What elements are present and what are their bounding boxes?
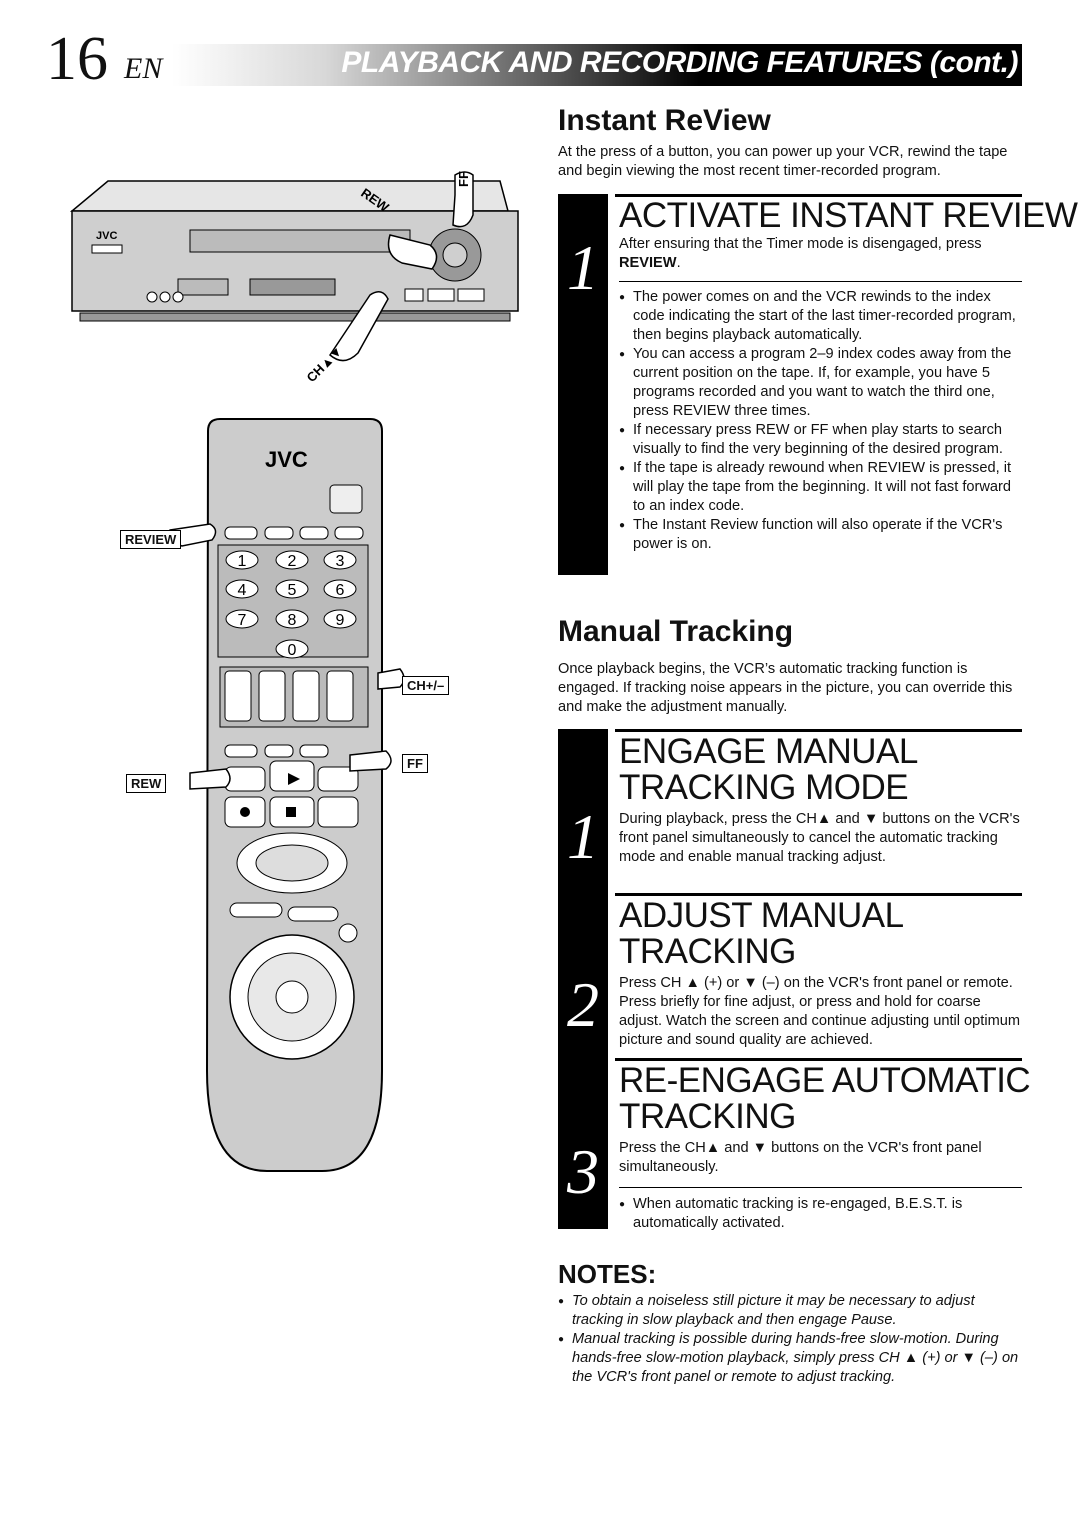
list-item: If necessary press REW or FF when play s… <box>619 421 1023 459</box>
step-text: Press the CH▲ and ▼ buttons on the VCR's… <box>619 1140 982 1175</box>
step-rule <box>615 1058 1022 1061</box>
manual-tracking-heading: Manual Tracking <box>558 615 794 648</box>
list-item: The power comes on and the VCR rewinds t… <box>619 288 1023 345</box>
manual-tracking-intro: Once playback begins, the VCR’s automati… <box>558 661 1013 715</box>
key-7: 7 <box>238 612 247 629</box>
key-9: 9 <box>336 612 345 629</box>
notes-heading: NOTES: <box>558 1259 657 1289</box>
key-5: 5 <box>288 582 297 599</box>
vcr-brand: JVC <box>96 230 117 242</box>
step-text: During playback, press the CH▲ and ▼ but… <box>619 811 1020 865</box>
review-callout: REVIEW <box>120 530 182 549</box>
list-item: When automatic tracking is re-engaged, B… <box>619 1195 1023 1233</box>
ff-top-label: FF <box>456 171 471 187</box>
step-rule <box>615 194 1022 197</box>
ch-top-label: CH▲▼ <box>304 343 346 385</box>
instant-review-intro: At the press of a button, you can power … <box>558 144 1008 179</box>
ch-plus-minus-callout: CH+/– <box>402 676 450 695</box>
page-title: PLAYBACK AND RECORDING FEATURES (cont.) <box>341 46 1018 79</box>
instant-review-heading: Instant ReView <box>558 104 771 137</box>
remote-brand: JVC <box>265 447 308 472</box>
page-language: EN <box>124 52 163 85</box>
review-bullets: The power comes on and the VCR rewinds t… <box>619 288 1023 554</box>
page-number: 16 <box>46 25 108 93</box>
notes-list: To obtain a noiseless still picture it m… <box>558 1292 1024 1387</box>
key-8: 8 <box>288 612 297 629</box>
step-number: 3 <box>567 1136 599 1207</box>
divider <box>619 1187 1022 1188</box>
key-1: 1 <box>238 553 247 570</box>
key-4: 4 <box>238 582 247 599</box>
step-rule <box>615 893 1022 896</box>
note-item: Manual tracking is possible during hands… <box>558 1330 1024 1387</box>
step-text: Press CH ▲ (+) or ▼ (–) on the VCR's fro… <box>619 975 1021 1048</box>
step-rule <box>615 729 1022 732</box>
step-bar-review <box>558 194 608 575</box>
divider <box>619 281 1022 282</box>
step-text: After ensuring that the Timer mode is di… <box>619 236 982 271</box>
vcr-remote-illustration: JVC REW FF CH▲▼ JVC 1 2 3 <box>69 171 519 1172</box>
header-bar <box>172 44 1022 86</box>
key-2: 2 <box>288 553 297 570</box>
key-6: 6 <box>336 582 345 599</box>
key-0: 0 <box>288 642 297 659</box>
step-title: ACTIVATE INSTANT REVIEW <box>619 196 1078 235</box>
step-bar-tracking <box>558 729 608 1229</box>
list-item: If the tape is already rewound when REVI… <box>619 459 1023 516</box>
step-number: 1 <box>567 801 599 872</box>
note-item: To obtain a noiseless still picture it m… <box>558 1292 1024 1330</box>
list-item: You can access a program 2–9 index codes… <box>619 345 1023 421</box>
step-number: 1 <box>567 232 599 303</box>
vcr-unit: JVC REW FF CH▲▼ <box>69 171 519 385</box>
rew-callout: REW <box>126 774 167 793</box>
remote-control: JVC 1 2 3 4 5 6 7 8 9 0 <box>169 418 405 1172</box>
step-bullets: When automatic tracking is re-engaged, B… <box>619 1195 1023 1233</box>
step-number: 2 <box>567 969 599 1040</box>
key-3: 3 <box>336 553 345 570</box>
ff-callout: FF <box>402 754 428 773</box>
list-item: The Instant Review function will also op… <box>619 516 1023 554</box>
